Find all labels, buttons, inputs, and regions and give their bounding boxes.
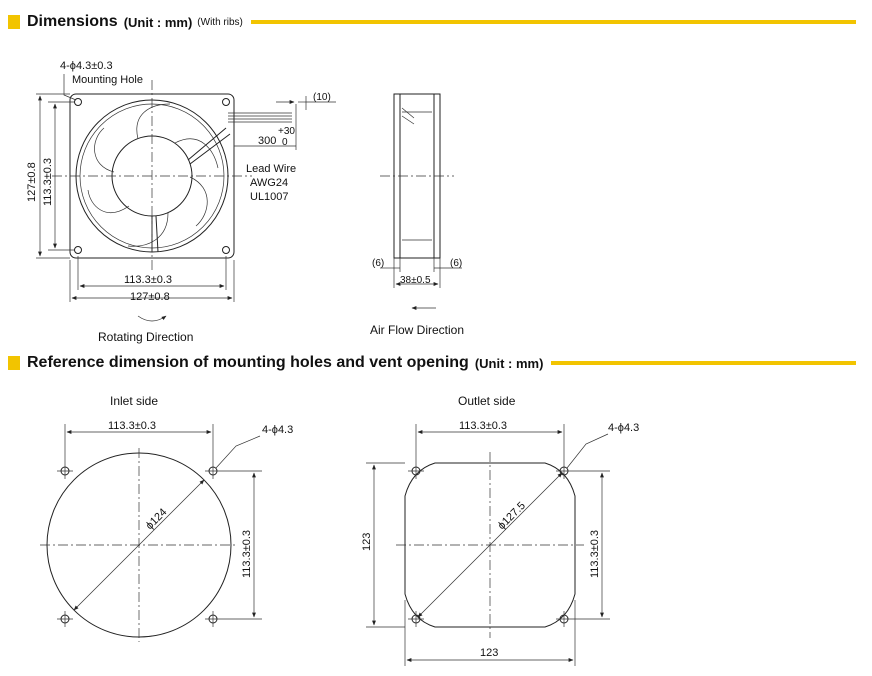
depth-label: 38±0.5	[400, 275, 431, 286]
header-marker-icon	[8, 15, 20, 29]
rotation-label: Rotating Direction	[98, 330, 193, 344]
lead-tol-minus: 0	[282, 137, 288, 148]
inlet-title: Inlet side	[110, 394, 158, 408]
outlet-holes	[408, 463, 572, 627]
width-outer-label: 127±0.8	[130, 291, 170, 303]
outlet-height-label: 123	[361, 533, 373, 551]
outlet-diameter-label: ϕ127.5	[496, 500, 528, 532]
outlet-hole-spec: 4-ϕ4.3	[608, 422, 639, 434]
flange-right-label: (6)	[450, 258, 462, 269]
mounting-hole	[222, 98, 230, 106]
fan-side-view	[380, 93, 462, 310]
lead-wire-gauge: AWG24	[250, 177, 288, 189]
section-unit: (Unit : mm)	[474, 355, 544, 371]
inlet-hole-spec: 4-ϕ4.3	[262, 424, 293, 436]
header-marker-icon	[8, 356, 20, 370]
outlet-width-label: 123	[480, 647, 498, 659]
inlet-drawing	[40, 424, 262, 642]
outlet-holes-v-label: 113.3±0.3	[589, 530, 601, 578]
fan-blades	[87, 103, 219, 247]
flange-left-label: (6)	[372, 258, 384, 269]
fan-front-view	[36, 74, 336, 322]
header-rule	[250, 20, 856, 24]
outlet-holes-h-label: 113.3±0.3	[459, 420, 507, 432]
inlet-holes-v-label: 113.3±0.3	[241, 530, 253, 578]
airflow-label: Air Flow Direction	[370, 323, 464, 337]
inlet-holes	[57, 463, 221, 627]
lead-wire-standard: UL1007	[250, 191, 289, 203]
lead-wires	[228, 112, 292, 123]
outlet-drawing	[366, 424, 610, 666]
height-holes-label: 113.3±0.3	[42, 158, 54, 206]
mounting-hole	[74, 246, 82, 254]
width-holes-label: 113.3±0.3	[124, 274, 172, 286]
lead-strip-label: (10)	[313, 92, 331, 103]
fan-strut	[151, 215, 159, 253]
height-outer-label: 127±0.8	[26, 162, 38, 202]
rotation-arrow	[137, 315, 167, 322]
lead-tol-plus: +30	[278, 126, 295, 137]
hole-leader	[63, 74, 77, 101]
dimensions-header: Dimensions (Unit : mm) (With ribs)	[8, 10, 856, 34]
header-rule	[551, 361, 856, 365]
section-note: (With ribs)	[197, 16, 243, 28]
outlet-vent-shape	[404, 462, 576, 628]
section-title: Dimensions	[27, 13, 118, 30]
mounting-hole	[74, 98, 82, 106]
reference-header: Reference dimension of mounting holes an…	[8, 351, 856, 375]
hole-spec-label: 4-ϕ4.3±0.3	[60, 60, 113, 72]
hole-label: Mounting Hole	[72, 74, 143, 86]
inlet-diameter-label: ϕ124	[144, 506, 170, 532]
mounting-holes	[74, 98, 230, 254]
mounting-hole	[222, 246, 230, 254]
inlet-holes-h-label: 113.3±0.3	[108, 420, 156, 432]
side-lead-exit	[401, 107, 415, 125]
lead-length-label: 300	[258, 135, 276, 147]
lead-wire-label: Lead Wire	[246, 163, 296, 175]
section-unit: (Unit : mm)	[123, 14, 193, 30]
outlet-title: Outlet side	[458, 394, 516, 408]
lead-wire-channel	[187, 127, 231, 165]
section-title: Reference dimension of mounting holes an…	[27, 354, 469, 371]
